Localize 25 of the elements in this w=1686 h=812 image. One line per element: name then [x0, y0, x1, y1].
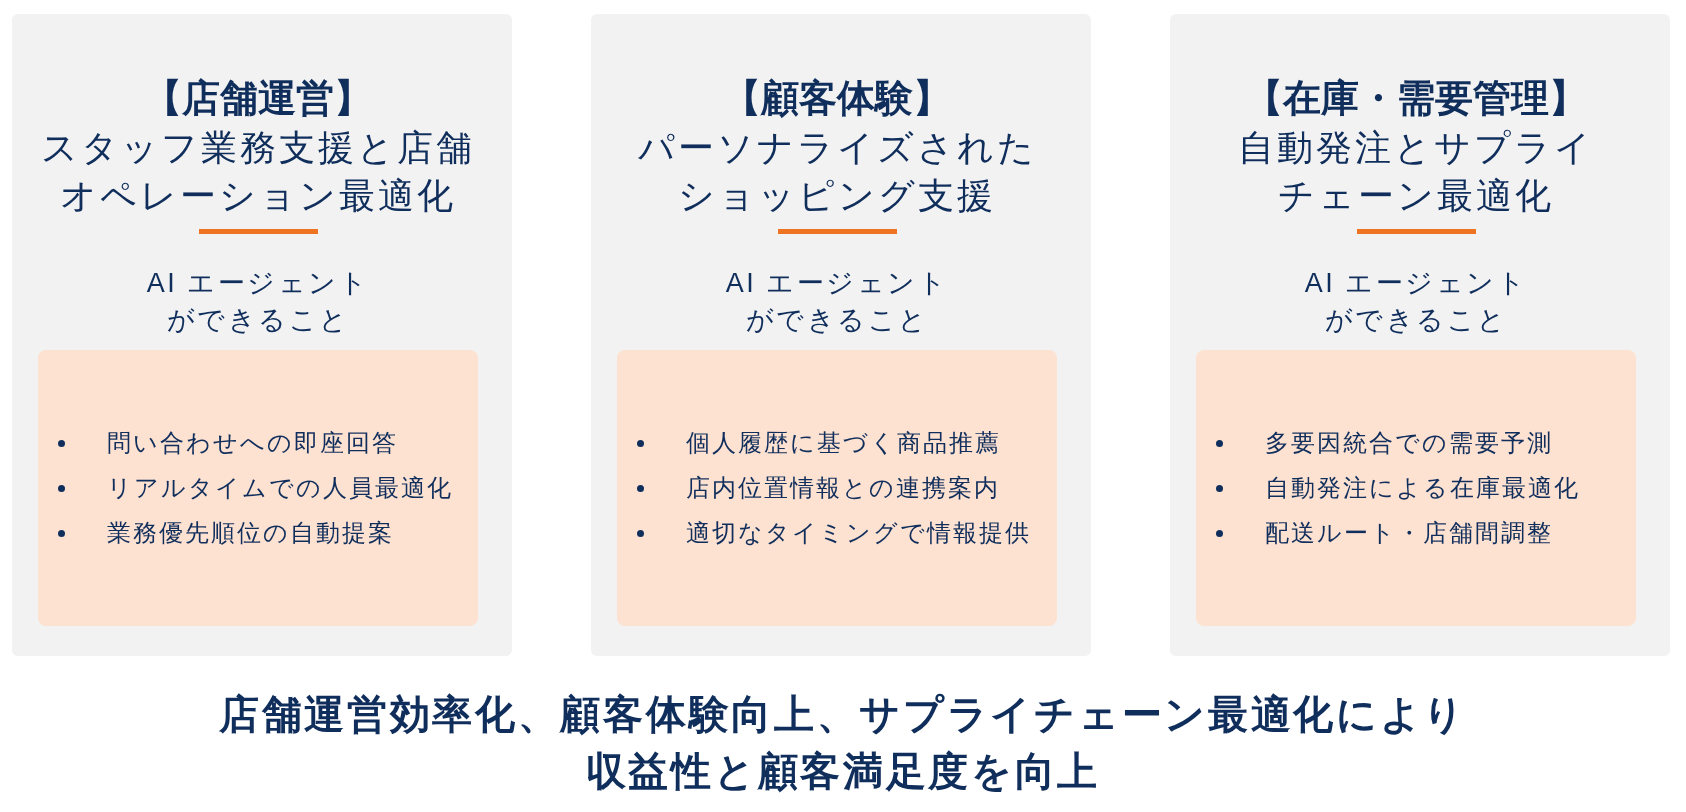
panel-subtitle: 自動発注とサプライチェーン最適化	[1237, 126, 1595, 218]
list-item-text: 個人履歴に基づく商品推薦	[686, 428, 1001, 458]
list-item-text: 配送ルート・店舗間調整	[1265, 518, 1553, 548]
list-heading: AI エージェントができること	[1303, 267, 1529, 337]
panel-card	[12, 14, 512, 656]
summary-caption: 店舗運営効率化、顧客体験向上、サプライチェーン最適化により収益性と顧客満足度を向上	[217, 691, 1469, 795]
list-item-text: 店内位置情報との連携案内	[686, 473, 1000, 503]
panel-subtitle: パーソナライズされたショッピング支援	[636, 126, 1038, 218]
bullet-list-panel	[38, 350, 478, 626]
panel-heading: 【在庫・需要管理】	[1245, 76, 1587, 120]
bullet-list-panel	[1196, 350, 1636, 626]
list-item-text: 問い合わせへの即座回答	[107, 428, 398, 458]
list-item-text: 多要因統合での需要予測	[1265, 428, 1553, 458]
list-item-text: 適切なタイミングで情報提供	[686, 518, 1031, 548]
bullet-list-panel	[617, 350, 1057, 626]
panel-subtitle: スタッフ業務支援と店舗オペレーション最適化	[40, 126, 476, 218]
list-heading: AI エージェントができること	[724, 267, 950, 337]
list-heading: AI エージェントができること	[145, 267, 371, 337]
list-item-text: リアルタイムでの人員最適化	[107, 473, 453, 503]
panel-heading: 【店舗運営】	[144, 76, 372, 120]
panel-card	[1170, 14, 1670, 656]
panel-heading: 【顧客体験】	[723, 76, 951, 120]
panel-card	[591, 14, 1091, 656]
list-item-text: 自動発注による在庫最適化	[1265, 473, 1580, 503]
list-item-text: 業務優先順位の自動提案	[107, 518, 394, 548]
